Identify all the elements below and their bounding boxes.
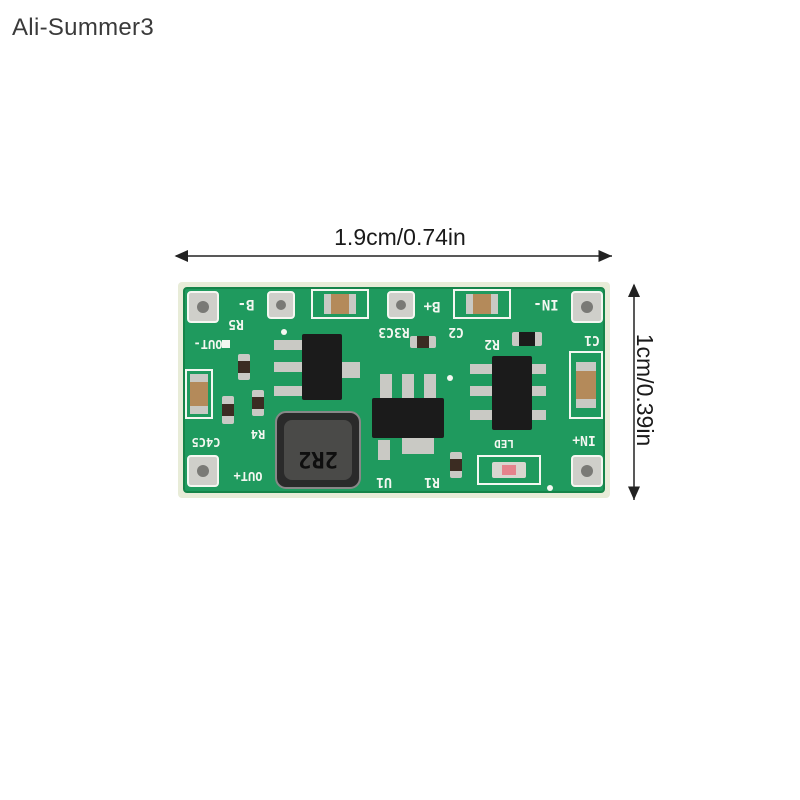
- label-u1: U1: [376, 474, 392, 489]
- label-r5: R5: [228, 316, 244, 331]
- label-b-minus: B-: [238, 296, 255, 312]
- label-c1: C1: [584, 332, 600, 347]
- label-b-plus: B+: [424, 298, 441, 314]
- label-in-minus: IN-: [533, 296, 558, 312]
- label-out-minus: OUT-: [194, 337, 223, 351]
- label-out-plus: OUT+: [234, 469, 263, 483]
- label-in-plus: IN+: [572, 432, 596, 447]
- silkscreen-labels: B- B+ IN- IN+ OUT- OUT+ R5 R3C3 C2 R2 C1…: [192, 296, 600, 489]
- label-r1: R1: [424, 474, 440, 489]
- label-r3c3: R3C3: [378, 324, 409, 339]
- height-dimension-label: 1cm/0.39in: [632, 333, 658, 447]
- width-dimension-label: 1.9cm/0.74in: [334, 224, 466, 250]
- label-c4c5: C4C5: [192, 435, 221, 449]
- inductor-marking: 2R2: [298, 446, 338, 471]
- chip-u1: [372, 374, 444, 460]
- pcb-board: [178, 282, 610, 498]
- label-r2: R2: [484, 336, 500, 351]
- watermark-text: Ali-Summer3: [12, 14, 154, 41]
- smd-capacitors: [185, 289, 603, 478]
- led: [477, 455, 541, 485]
- sot-chip-left: [274, 334, 360, 400]
- inductor: [275, 411, 361, 489]
- label-r4: R4: [251, 427, 265, 441]
- label-led: LED: [494, 437, 514, 450]
- chip-right: [470, 356, 546, 430]
- label-c2: C2: [448, 324, 464, 339]
